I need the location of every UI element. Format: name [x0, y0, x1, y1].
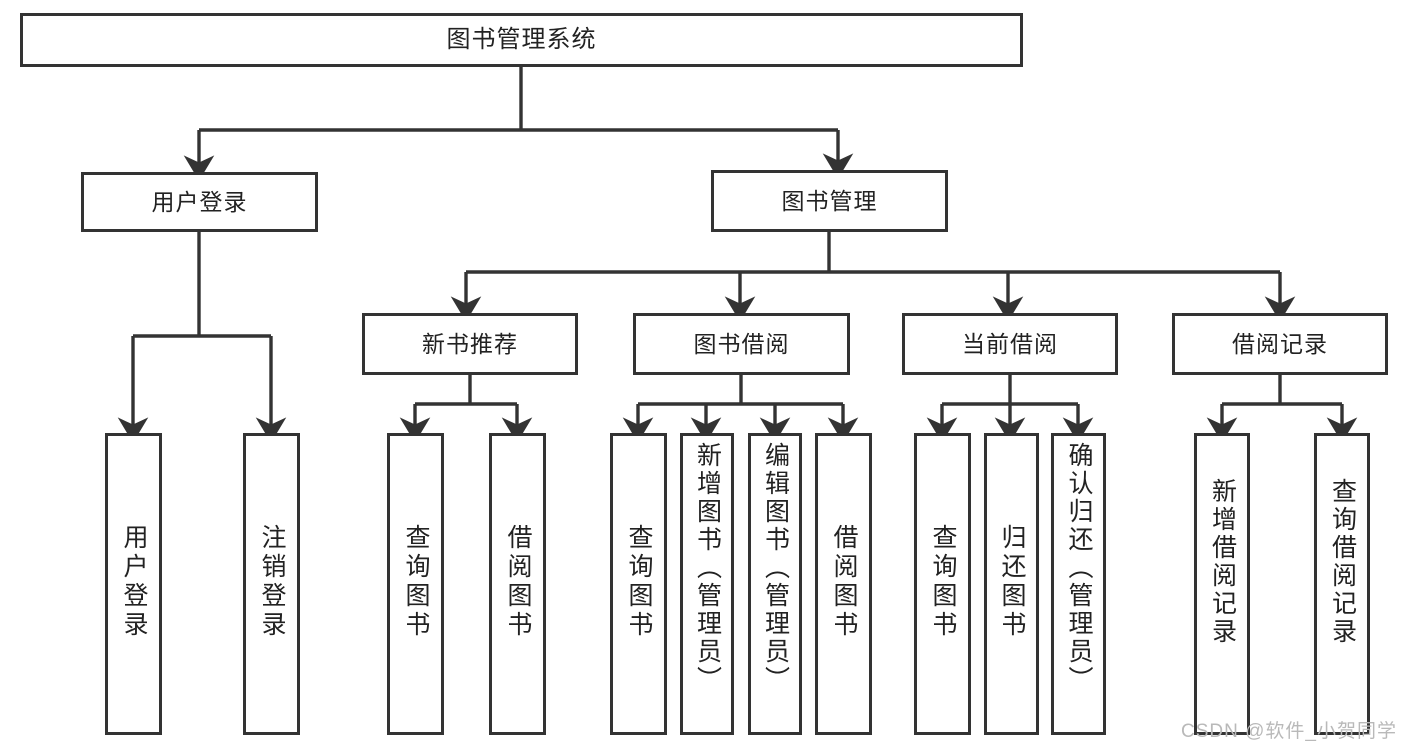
node-leaf-confirm-return-admin[interactable]: 确认归还（管理员）: [1051, 433, 1106, 735]
node-leaf-query-borrow-record-label: 查询借阅记录: [1328, 478, 1357, 646]
node-root-system[interactable]: 图书管理系统: [20, 13, 1023, 67]
node-leaf-query-book-nb-label: 查询图书: [402, 524, 430, 640]
node-leaf-query-book-cb[interactable]: 查询图书: [914, 433, 971, 735]
node-user-login-label: 用户登录: [151, 188, 248, 215]
csdn-watermark: CSDN @软件_小贺同学: [1181, 721, 1397, 742]
node-leaf-user-login-label: 用户登录: [120, 524, 148, 640]
node-leaf-borrow-book-bb-label: 借阅图书: [830, 524, 858, 640]
node-root-system-label: 图书管理系统: [446, 26, 597, 54]
node-book-management[interactable]: 图书管理: [711, 170, 948, 232]
node-leaf-logout[interactable]: 注销登录: [243, 433, 300, 735]
node-leaf-query-book-cb-label: 查询图书: [929, 524, 957, 640]
node-leaf-logout-label: 注销登录: [258, 524, 286, 640]
node-leaf-edit-book-admin[interactable]: 编辑图书（管理员）: [748, 433, 802, 735]
node-book-borrow-label: 图书借阅: [693, 330, 790, 357]
node-borrow-record[interactable]: 借阅记录: [1172, 313, 1388, 375]
node-leaf-query-book-nb[interactable]: 查询图书: [387, 433, 444, 735]
node-leaf-return-book[interactable]: 归还图书: [984, 433, 1039, 735]
node-leaf-add-borrow-record-label: 新增借阅记录: [1208, 478, 1237, 646]
node-leaf-add-book-admin[interactable]: 新增图书（管理员）: [680, 433, 734, 735]
node-current-borrow[interactable]: 当前借阅: [902, 313, 1118, 375]
node-user-login[interactable]: 用户登录: [81, 172, 318, 232]
node-leaf-query-book-bb[interactable]: 查询图书: [610, 433, 667, 735]
node-leaf-user-login[interactable]: 用户登录: [105, 433, 162, 735]
node-leaf-query-borrow-record[interactable]: 查询借阅记录: [1314, 433, 1370, 735]
node-book-management-label: 图书管理: [781, 187, 878, 214]
node-new-book-recommend-label: 新书推荐: [422, 330, 518, 357]
node-book-borrow[interactable]: 图书借阅: [633, 313, 850, 375]
node-new-book-recommend[interactable]: 新书推荐: [362, 313, 578, 375]
node-leaf-query-book-bb-label: 查询图书: [625, 524, 653, 640]
node-current-borrow-label: 当前借阅: [962, 330, 1058, 357]
node-leaf-borrow-book-nb[interactable]: 借阅图书: [489, 433, 546, 735]
node-leaf-return-book-label: 归还图书: [998, 524, 1026, 640]
node-leaf-borrow-book-bb[interactable]: 借阅图书: [815, 433, 872, 735]
node-leaf-add-borrow-record[interactable]: 新增借阅记录: [1194, 433, 1250, 735]
node-leaf-add-book-admin-label: 新增图书（管理员）: [693, 442, 722, 694]
node-leaf-confirm-return-admin-label: 确认归还（管理员）: [1065, 442, 1093, 694]
node-borrow-record-label: 借阅记录: [1232, 330, 1328, 357]
node-leaf-borrow-book-nb-label: 借阅图书: [504, 524, 532, 640]
node-leaf-edit-book-admin-label: 编辑图书（管理员）: [761, 442, 790, 694]
